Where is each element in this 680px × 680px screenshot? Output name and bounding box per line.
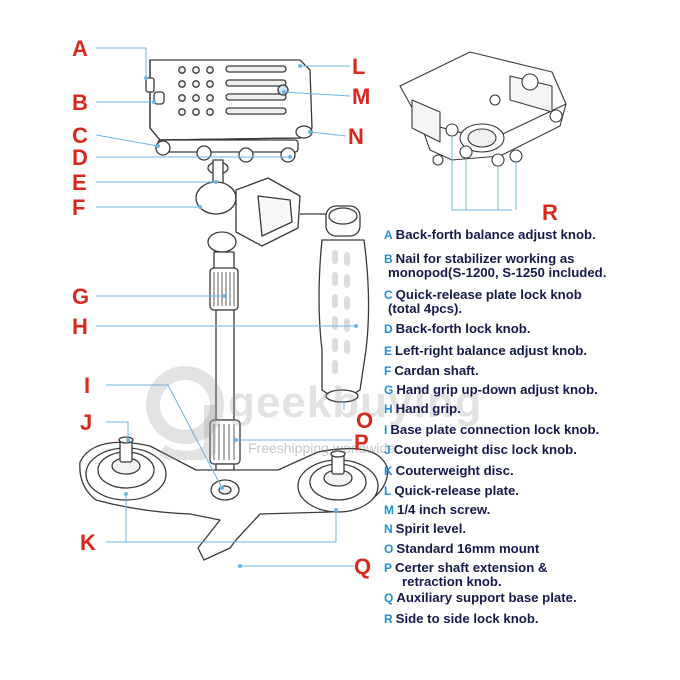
- legend-letter: Q: [384, 591, 394, 605]
- legend-text: Nail for stabilizer working as: [395, 251, 575, 266]
- legend-letter: C: [384, 288, 393, 302]
- callout-f: F: [72, 195, 86, 220]
- legend-letter: L: [384, 484, 392, 498]
- legend-letter: M: [384, 503, 394, 517]
- stabilizer-drawing: [79, 59, 389, 561]
- legend-text: Left-right balance adjust knob.: [395, 343, 587, 358]
- legend-letter: G: [384, 383, 394, 397]
- legend-text: Couterweight disc lock knob.: [393, 442, 577, 457]
- callout-g: G: [72, 284, 90, 309]
- inset-drawing: [399, 51, 567, 167]
- legend-letter: I: [384, 423, 388, 437]
- legend-text: Hand grip.: [395, 401, 461, 416]
- legend-letter: O: [384, 542, 394, 556]
- callout-b: B: [72, 90, 88, 115]
- legend-letter: J: [384, 443, 391, 457]
- legend-letter: N: [384, 522, 393, 536]
- legend-text: Base plate connection lock knob.: [390, 422, 600, 437]
- legend-letter: B: [384, 252, 393, 266]
- callout-e: E: [72, 170, 87, 195]
- callout-i: I: [84, 373, 91, 398]
- legend-text: Side to side lock knob.: [395, 611, 539, 626]
- legend-text: Back-forth lock knob.: [395, 321, 531, 336]
- legend-text: Quick-release plate lock knob: [395, 287, 582, 302]
- legend-text: Spirit level.: [395, 521, 467, 536]
- legend-letter: F: [384, 364, 392, 378]
- legend-text: Standard 16mm mount: [396, 541, 540, 556]
- legend-letter: E: [384, 344, 393, 358]
- callout-q: Q: [354, 554, 372, 579]
- callout-r: R: [542, 200, 558, 225]
- inset-leaders: [451, 136, 517, 211]
- legend-letter: D: [384, 322, 393, 336]
- callout-o: O: [356, 408, 374, 433]
- legend-letter: R: [384, 612, 393, 626]
- legend-letter: K: [384, 464, 393, 478]
- legend-text: Auxiliary support base plate.: [396, 590, 577, 605]
- legend-letter: A: [384, 228, 393, 242]
- legend-text-cont: monopod(S-1200, S-1250 included.: [388, 265, 607, 280]
- legend-text: Cardan shaft.: [394, 363, 479, 378]
- legend-text-cont: retraction knob.: [402, 574, 502, 589]
- legend-text: Hand grip up-down adjust knob.: [396, 382, 598, 397]
- callout-h: H: [72, 314, 88, 339]
- callout-d: D: [72, 145, 88, 170]
- legend-text: Quick-release plate.: [394, 483, 519, 498]
- legend-letter: P: [384, 561, 393, 575]
- callout-j: J: [80, 410, 93, 435]
- legend-letter: H: [384, 402, 393, 416]
- legend-text: Back-forth balance adjust knob.: [395, 227, 596, 242]
- callout-l: L: [352, 54, 366, 79]
- callout-k: K: [80, 530, 96, 555]
- legend-text: Couterweight disc.: [395, 463, 514, 478]
- legend-text: Certer shaft extension &: [395, 560, 548, 575]
- callout-m: M: [352, 84, 371, 109]
- callout-p: P: [354, 430, 369, 455]
- leader-lines: [95, 47, 517, 567]
- legend-text-cont: (total 4pcs).: [388, 301, 463, 316]
- callout-c: C: [72, 123, 88, 148]
- callout-a: A: [72, 36, 88, 61]
- legend-text: 1/4 inch screw.: [397, 502, 491, 517]
- callout-n: N: [348, 124, 364, 149]
